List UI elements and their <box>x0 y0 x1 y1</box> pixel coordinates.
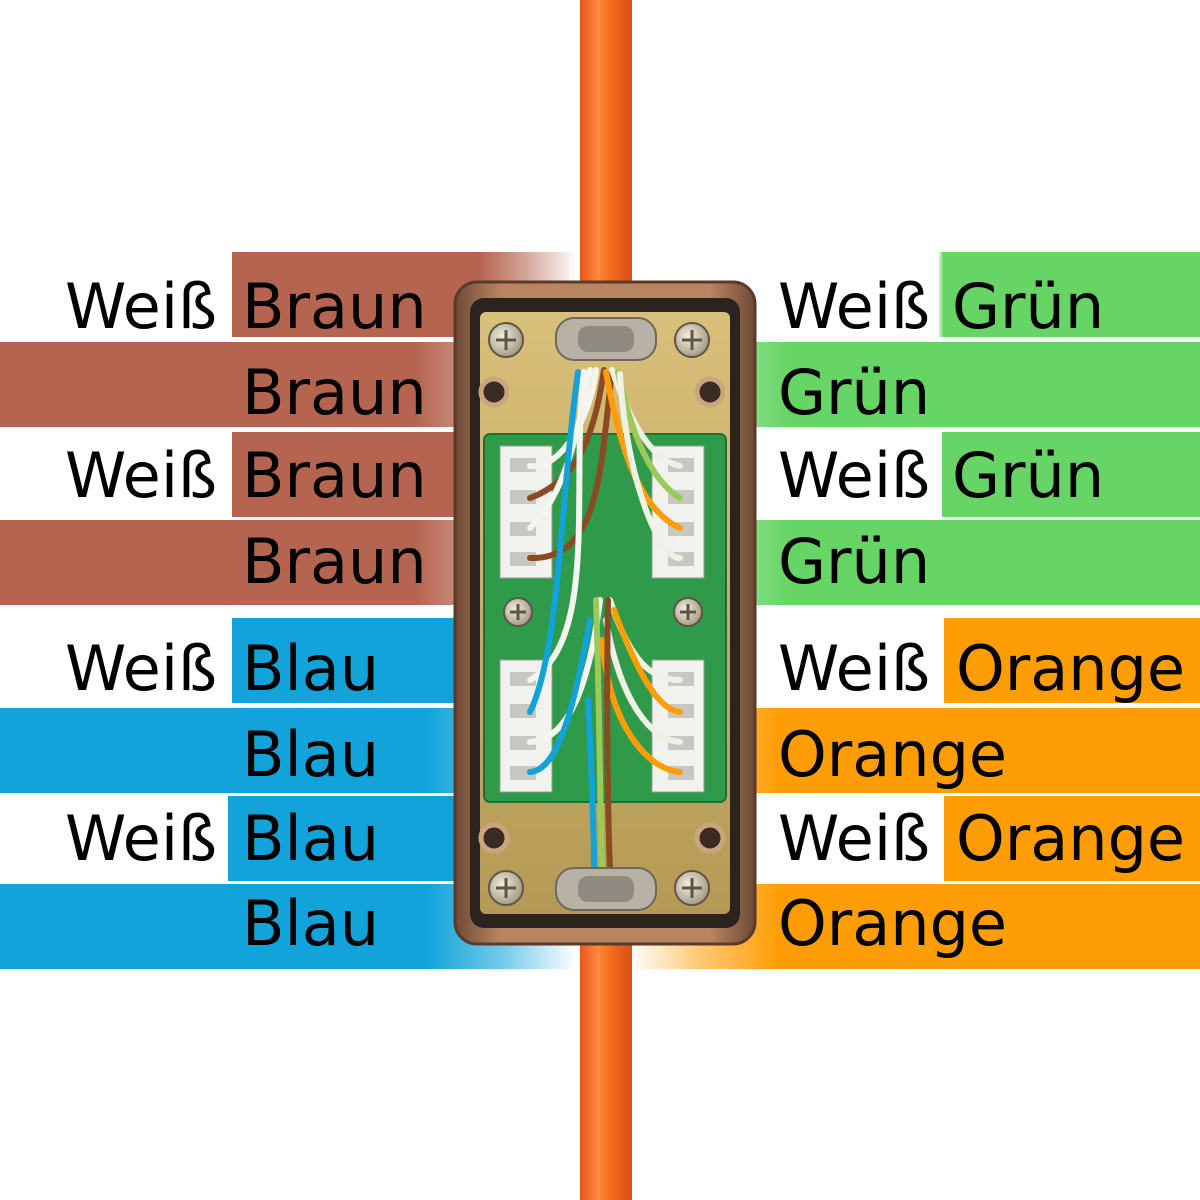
screw-icon <box>488 322 524 358</box>
label-weiss-4-right: Weiß <box>778 802 931 875</box>
label-blau-3: Blau <box>242 802 380 875</box>
label-gruen-2: Grün <box>778 356 931 429</box>
label-weiss-1-right: Weiß <box>778 270 931 343</box>
screw-icon <box>673 597 703 627</box>
wires <box>527 367 683 873</box>
label-braun-1: Braun <box>242 270 427 343</box>
screw-icon <box>488 870 524 906</box>
label-weiss-4-left: Weiß <box>65 802 218 875</box>
label-orange-4: Orange <box>778 887 1008 960</box>
mount-hole <box>694 376 726 408</box>
cable-bottom <box>580 905 632 1200</box>
label-blau-4: Blau <box>242 887 380 960</box>
label-orange-1: Orange <box>956 632 1186 705</box>
mount-hole <box>478 822 510 854</box>
mount-hole <box>478 376 510 408</box>
label-weiss-1-left: Weiß <box>65 270 218 343</box>
label-blau-2: Blau <box>242 718 380 791</box>
label-weiss-3-right: Weiß <box>778 632 931 705</box>
label-braun-4: Braun <box>242 525 427 598</box>
label-orange-3: Orange <box>956 802 1186 875</box>
label-blau-1: Blau <box>242 632 380 705</box>
label-orange-2: Orange <box>778 718 1008 791</box>
bar-weiss-orange-2 <box>944 796 1200 881</box>
screw-icon <box>674 322 710 358</box>
label-weiss-2-right: Weiß <box>778 439 931 512</box>
label-weiss-2-left: Weiß <box>65 439 218 512</box>
label-gruen-3: Grün <box>952 439 1105 512</box>
label-gruen-4: Grün <box>778 525 931 598</box>
label-weiss-3-left: Weiß <box>65 632 218 705</box>
screw-icon <box>674 870 710 906</box>
label-braun-3: Braun <box>242 439 427 512</box>
label-braun-2: Braun <box>242 356 427 429</box>
screw-icon <box>503 597 533 627</box>
cable-top <box>580 0 632 330</box>
bar-weiss-gruen-2 <box>942 432 1200 517</box>
bar-weiss-orange-1 <box>944 618 1200 703</box>
mount-hole <box>694 822 726 854</box>
label-gruen-1: Grün <box>952 270 1105 343</box>
